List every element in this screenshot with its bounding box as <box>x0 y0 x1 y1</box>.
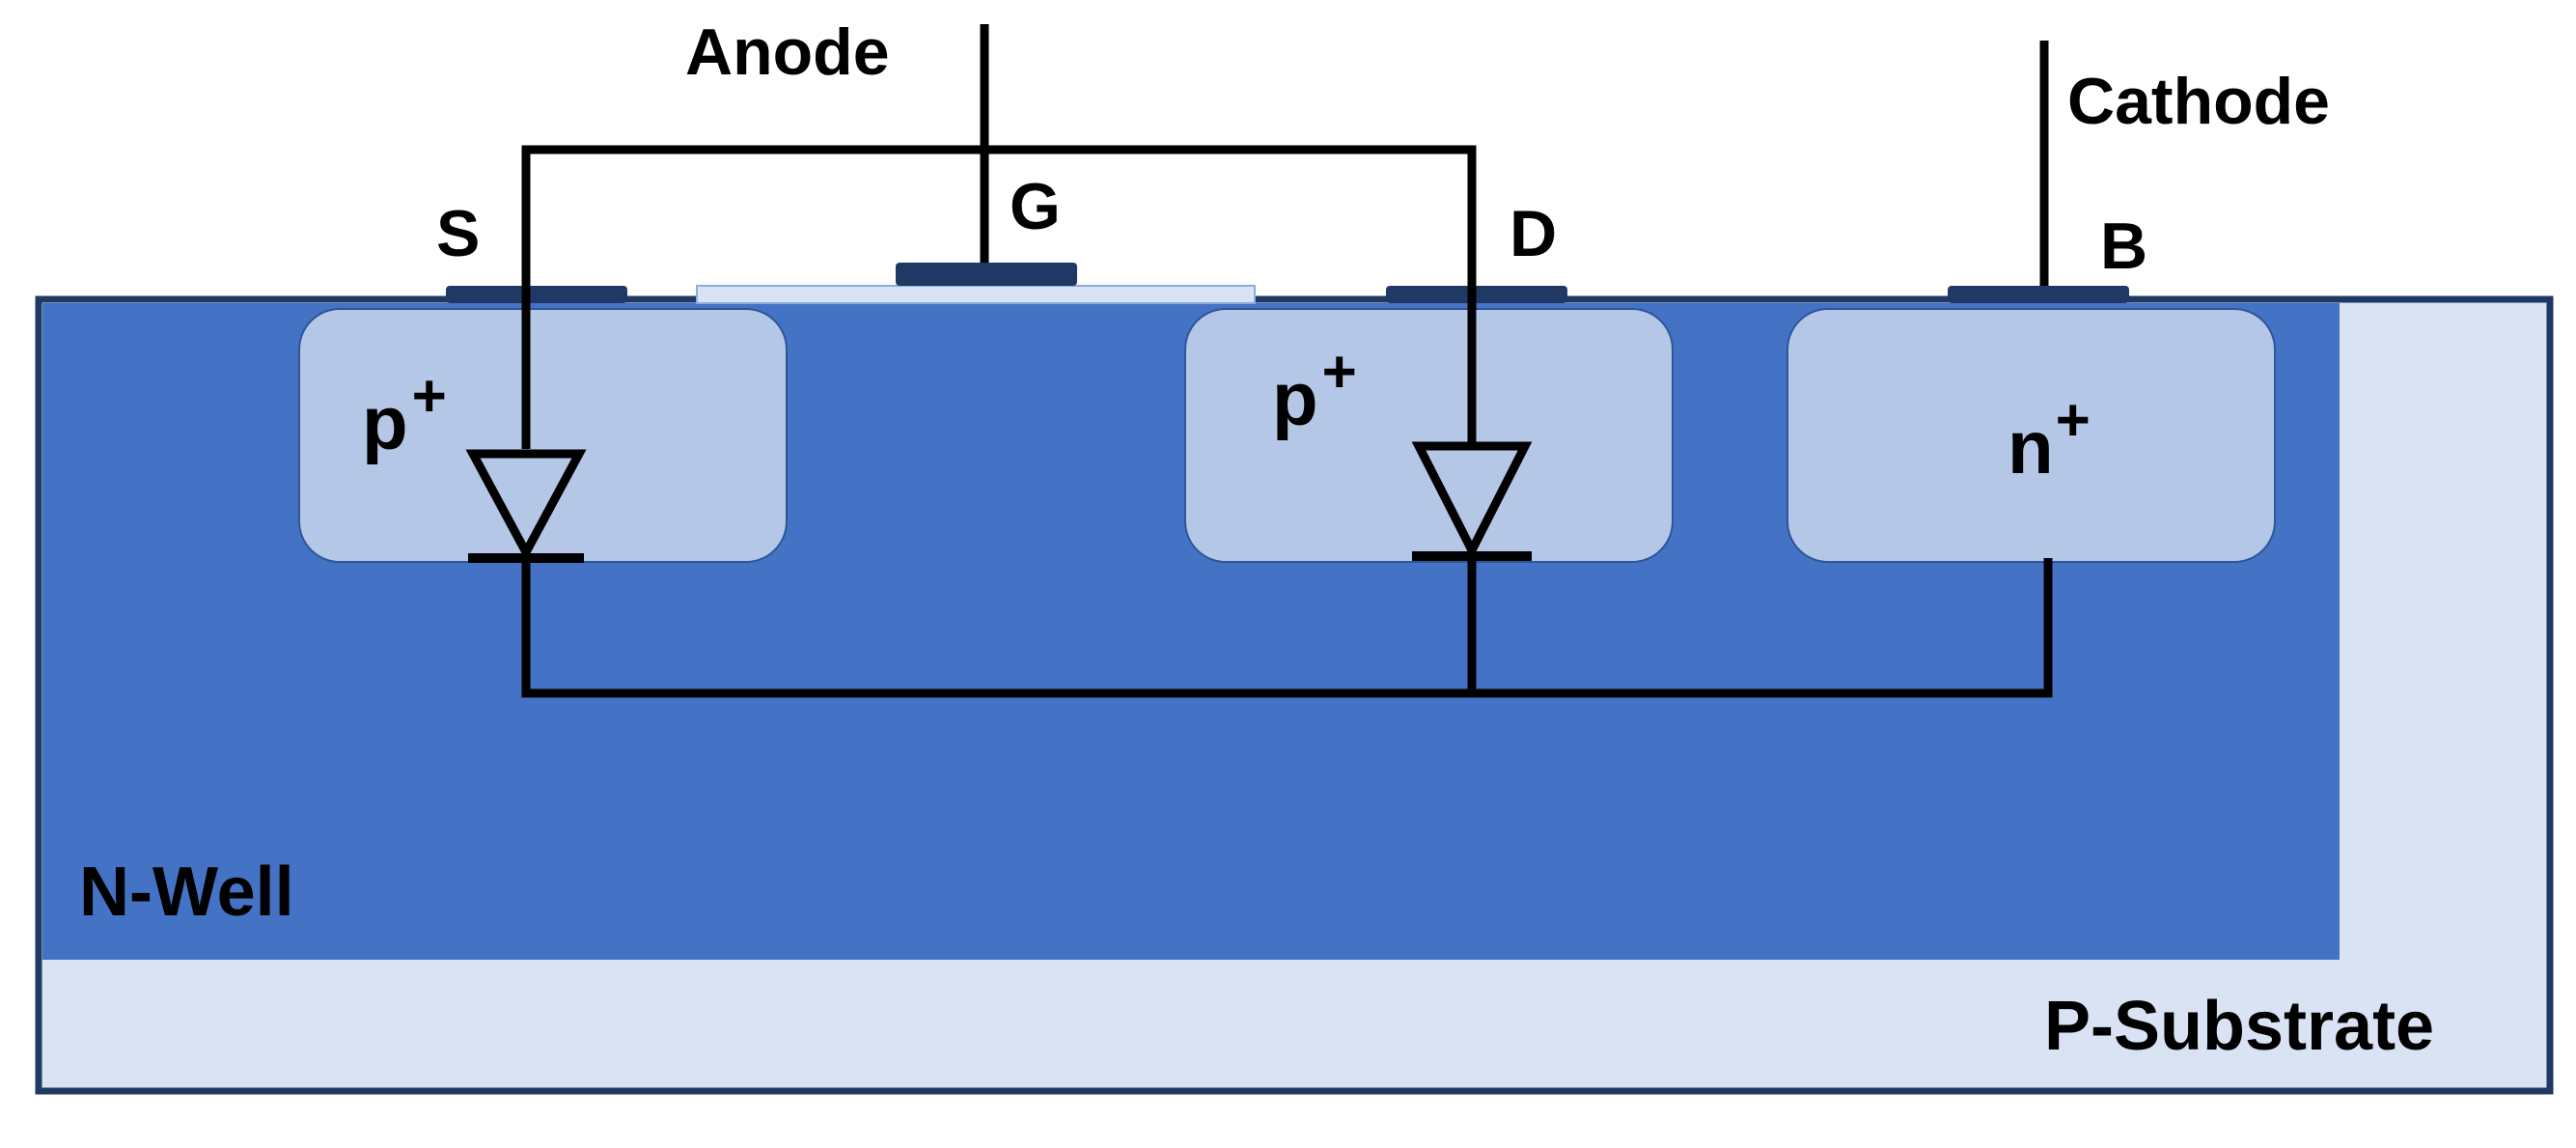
n-well-label: N-Well <box>79 854 294 931</box>
drain-contact <box>1386 286 1567 303</box>
source-region-label-sup: + <box>412 363 447 430</box>
body-n-plus-region <box>1787 308 2276 563</box>
drain-region-label-base: p <box>1272 356 1318 441</box>
gate-label: G <box>1010 170 1061 243</box>
gate-oxide <box>696 285 1256 304</box>
body-region-label-base: n <box>2008 405 2054 490</box>
body-label: B <box>2100 210 2147 283</box>
body-region-label-sup: + <box>2056 387 2091 454</box>
body-region-label: n+ <box>2008 387 2091 490</box>
drain-label: D <box>1510 197 1557 270</box>
drain-region-label: p+ <box>1272 339 1357 441</box>
source-contact <box>446 286 627 303</box>
diode-icon <box>465 449 587 563</box>
cathode-label: Cathode <box>2067 65 2330 138</box>
diode-icon <box>1411 441 1533 561</box>
body-contact <box>1948 286 2129 303</box>
source-region-label: p+ <box>362 363 447 465</box>
bottom-bus <box>521 558 2053 698</box>
anode-label: Anode <box>685 15 890 89</box>
p-substrate-label: P-Substrate <box>2044 988 2434 1065</box>
source-region-label-base: p <box>362 380 408 465</box>
drain-p-plus-region <box>1184 308 1674 563</box>
gate-contact <box>896 263 1077 286</box>
circuit-wires <box>521 24 2053 698</box>
source-label: S <box>436 197 480 270</box>
drain-region-label-sup: + <box>1322 339 1357 406</box>
anode-bus <box>521 145 1477 449</box>
